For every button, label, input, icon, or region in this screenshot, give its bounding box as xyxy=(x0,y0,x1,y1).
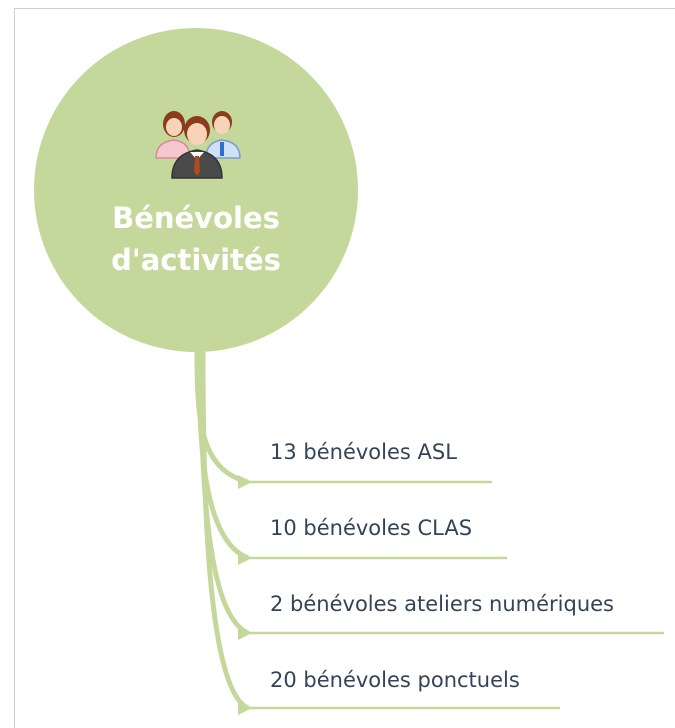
branch-label-ateliers: 2 bénévoles ateliers numériques xyxy=(270,592,614,616)
branch-connector-4 xyxy=(200,351,250,711)
central-node xyxy=(34,28,358,352)
arrowhead-1 xyxy=(238,475,252,489)
diagram-frame xyxy=(14,8,675,728)
branch-label-clas: 10 bénévoles CLAS xyxy=(270,516,473,540)
branch-label-asl: 13 bénévoles ASL xyxy=(270,440,457,464)
arrowhead-2 xyxy=(238,551,252,565)
people-group-icon xyxy=(155,111,241,179)
title-line-1: Bénévoles xyxy=(112,201,280,235)
arrowhead-3 xyxy=(238,626,252,640)
central-node-title: Bénévoles d'activités xyxy=(34,197,358,281)
arrowhead-4 xyxy=(238,701,252,715)
branch-label-ponctuels: 20 bénévoles ponctuels xyxy=(270,668,520,692)
title-line-2: d'activités xyxy=(111,243,281,277)
